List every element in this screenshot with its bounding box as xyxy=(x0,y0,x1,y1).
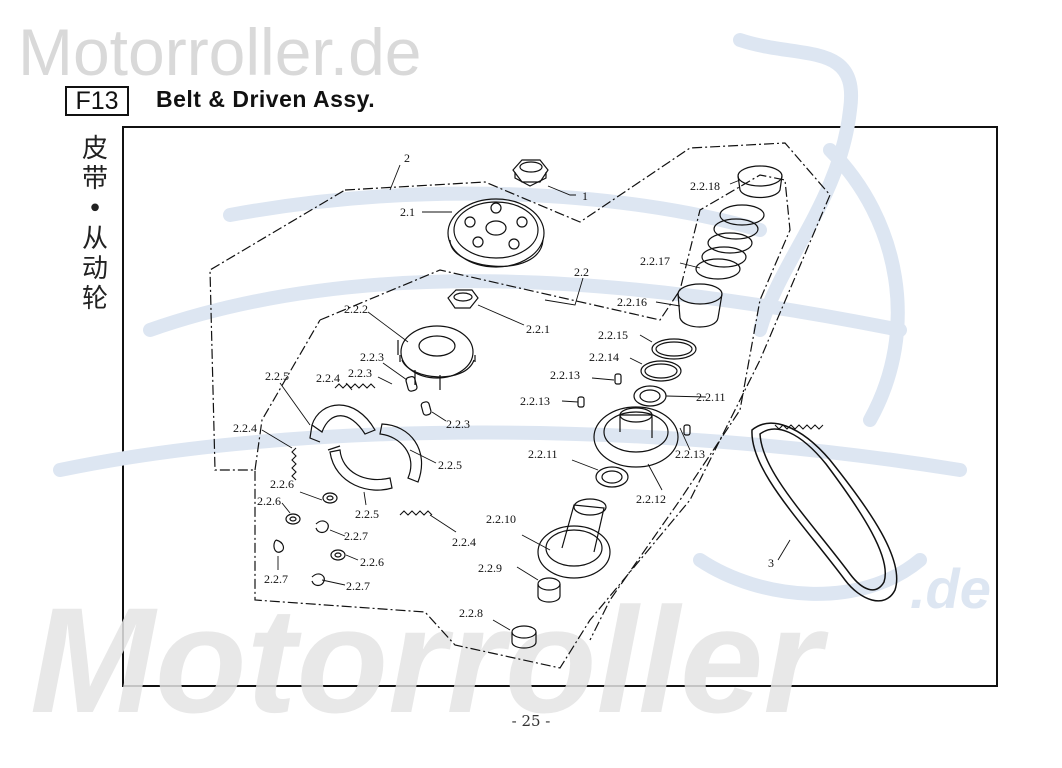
label-2-2-5: 2.2.5 xyxy=(438,458,462,472)
label-2-2-6: 2.2.6 xyxy=(360,555,384,569)
label-2-2-14: 2.2.14 xyxy=(589,350,619,364)
chinese-title-char: 从 xyxy=(81,224,108,254)
part-2-2-1-lock-nut xyxy=(447,289,479,309)
label-2-2-4: 2.2.4 xyxy=(452,535,476,549)
part-2-1-clutch-drum xyxy=(447,198,545,268)
part-2-2-16-guide-collar xyxy=(677,283,723,328)
part-1-nut xyxy=(512,159,549,187)
label-2-2-7: 2.2.7 xyxy=(264,572,288,586)
assembly-boundary-2 xyxy=(209,142,831,669)
label-2-2-10: 2.2.10 xyxy=(486,512,516,526)
label-2-2-13: 2.2.13 xyxy=(520,394,550,408)
label-2-2-8: 2.2.8 xyxy=(459,606,483,620)
label-2-2-16: 2.2.16 xyxy=(617,295,647,309)
part-2-2-10-fixed-sheave xyxy=(537,498,611,579)
leader-lines xyxy=(261,164,791,631)
label-2: 2 xyxy=(404,151,410,165)
label-2-2-5: 2.2.5 xyxy=(355,507,379,521)
watermark-bottom-suffix: .de xyxy=(910,557,991,620)
part-2-2-7-clip xyxy=(273,520,329,587)
chinese-title: 皮 带 • 从 动 轮 xyxy=(80,134,110,314)
label-1: 1 xyxy=(582,189,588,203)
label-2-2-7: 2.2.7 xyxy=(346,579,370,593)
label-2-2-13: 2.2.13 xyxy=(550,368,580,382)
label-2-2-6: 2.2.6 xyxy=(257,494,281,508)
part-3-drive-belt xyxy=(751,422,898,602)
label-2-2-3: 2.2.3 xyxy=(360,350,384,364)
part-2-2-12-movable-sheave xyxy=(593,406,679,468)
label-2-2-15: 2.2.15 xyxy=(598,328,628,342)
label-2-2-18: 2.2.18 xyxy=(690,179,720,193)
boundary-spur xyxy=(254,319,321,471)
diagram-frame xyxy=(122,126,998,687)
part-2-2-14-o-ring xyxy=(640,360,682,382)
chinese-title-char: 带 xyxy=(81,164,108,194)
part-labels: 2 1 2.1 2.2 2.2.1 2.2.2 2.2.3 2.2.3 2.2.… xyxy=(233,151,774,620)
label-2-2: 2.2 xyxy=(574,265,589,279)
label-2-2-5: 2.2.5 xyxy=(265,369,289,383)
scooter-watermark-logo xyxy=(53,33,967,601)
part-2-2-8-bearing xyxy=(511,625,537,649)
part-2-2-9-bearing xyxy=(537,577,561,603)
label-2-2-17: 2.2.17 xyxy=(640,254,670,268)
page-number: - 25 - xyxy=(511,712,551,730)
label-2-2-4: 2.2.4 xyxy=(233,421,257,435)
watermark-bottom-text: Motorroller xyxy=(30,576,829,744)
label-2-2-1: 2.2.1 xyxy=(526,322,550,336)
part-2-2-2-clutch-plate xyxy=(397,325,476,390)
part-2-2-13-pin xyxy=(577,373,691,436)
chinese-title-char: 轮 xyxy=(81,284,108,314)
chinese-title-char: 皮 xyxy=(81,134,108,164)
part-2-2-17-compression-spring xyxy=(695,204,765,280)
label-2-2-6: 2.2.6 xyxy=(270,477,294,491)
label-3: 3 xyxy=(768,556,774,570)
part-2-2-3-pin xyxy=(405,376,432,416)
label-2-1: 2.1 xyxy=(400,205,415,219)
label-2-2-13: 2.2.13 xyxy=(675,447,705,461)
label-2-2-7: 2.2.7 xyxy=(344,529,368,543)
label-2-2-2: 2.2.2 xyxy=(344,302,368,316)
label-2-2-11: 2.2.11 xyxy=(696,390,726,404)
figure-code: F13 xyxy=(65,86,129,116)
label-2-2-4: 2.2.4 xyxy=(316,371,340,385)
part-2-2-4-spring xyxy=(291,383,433,516)
watermark-top-text: Motorroller.de xyxy=(18,15,422,89)
label-2-2-3: 2.2.3 xyxy=(446,417,470,431)
label-2-2-11: 2.2.11 xyxy=(528,447,558,461)
label-2-2-12: 2.2.12 xyxy=(636,492,666,506)
label-2-2-3: 2.2.3 xyxy=(348,366,372,380)
part-2-2-5-clutch-shoe xyxy=(309,404,423,491)
chinese-title-char: 动 xyxy=(81,254,108,284)
chinese-title-char: • xyxy=(87,194,103,224)
part-2-2-6-weight xyxy=(285,492,346,561)
label-2-2-9: 2.2.9 xyxy=(478,561,502,575)
figure-title: Belt & Driven Assy. xyxy=(156,86,376,112)
assembly-boundary-2-2 xyxy=(319,174,791,641)
part-2-2-15-o-ring xyxy=(651,338,697,360)
part-2-2-18-spring-seat xyxy=(737,165,783,199)
